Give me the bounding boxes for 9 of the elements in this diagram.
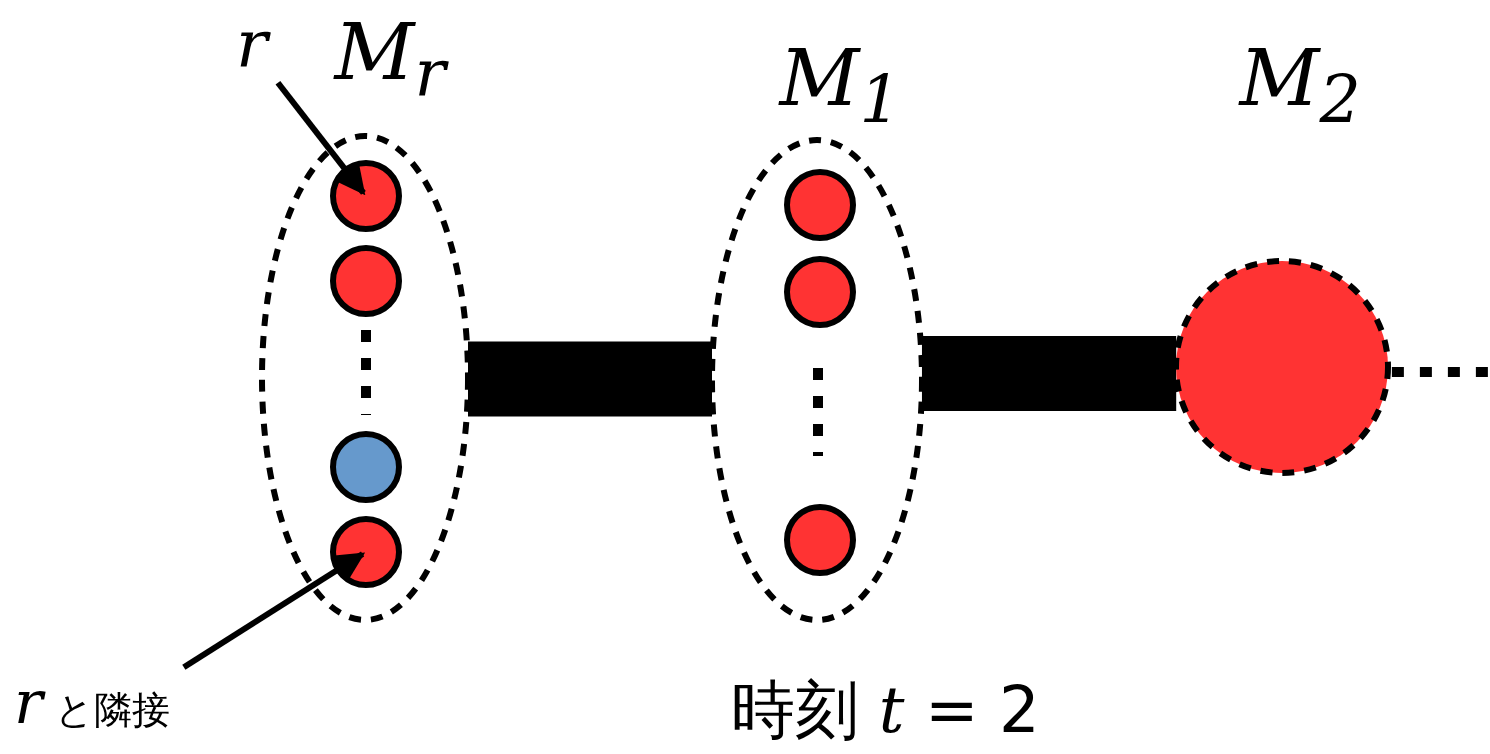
leader-arrow [182, 551, 366, 670]
time-caption: 時刻 t = 2 [730, 678, 1040, 742]
thick-bar [468, 341, 712, 417]
annotation-text: r と隣接 [14, 672, 170, 732]
dotted-line [1391, 367, 1488, 377]
set-label: M$_{1}$ [779, 39, 901, 132]
leader-arrow [275, 80, 366, 196]
set-label: M$_{2}$ [1239, 39, 1361, 132]
thick-bar [921, 336, 1177, 411]
